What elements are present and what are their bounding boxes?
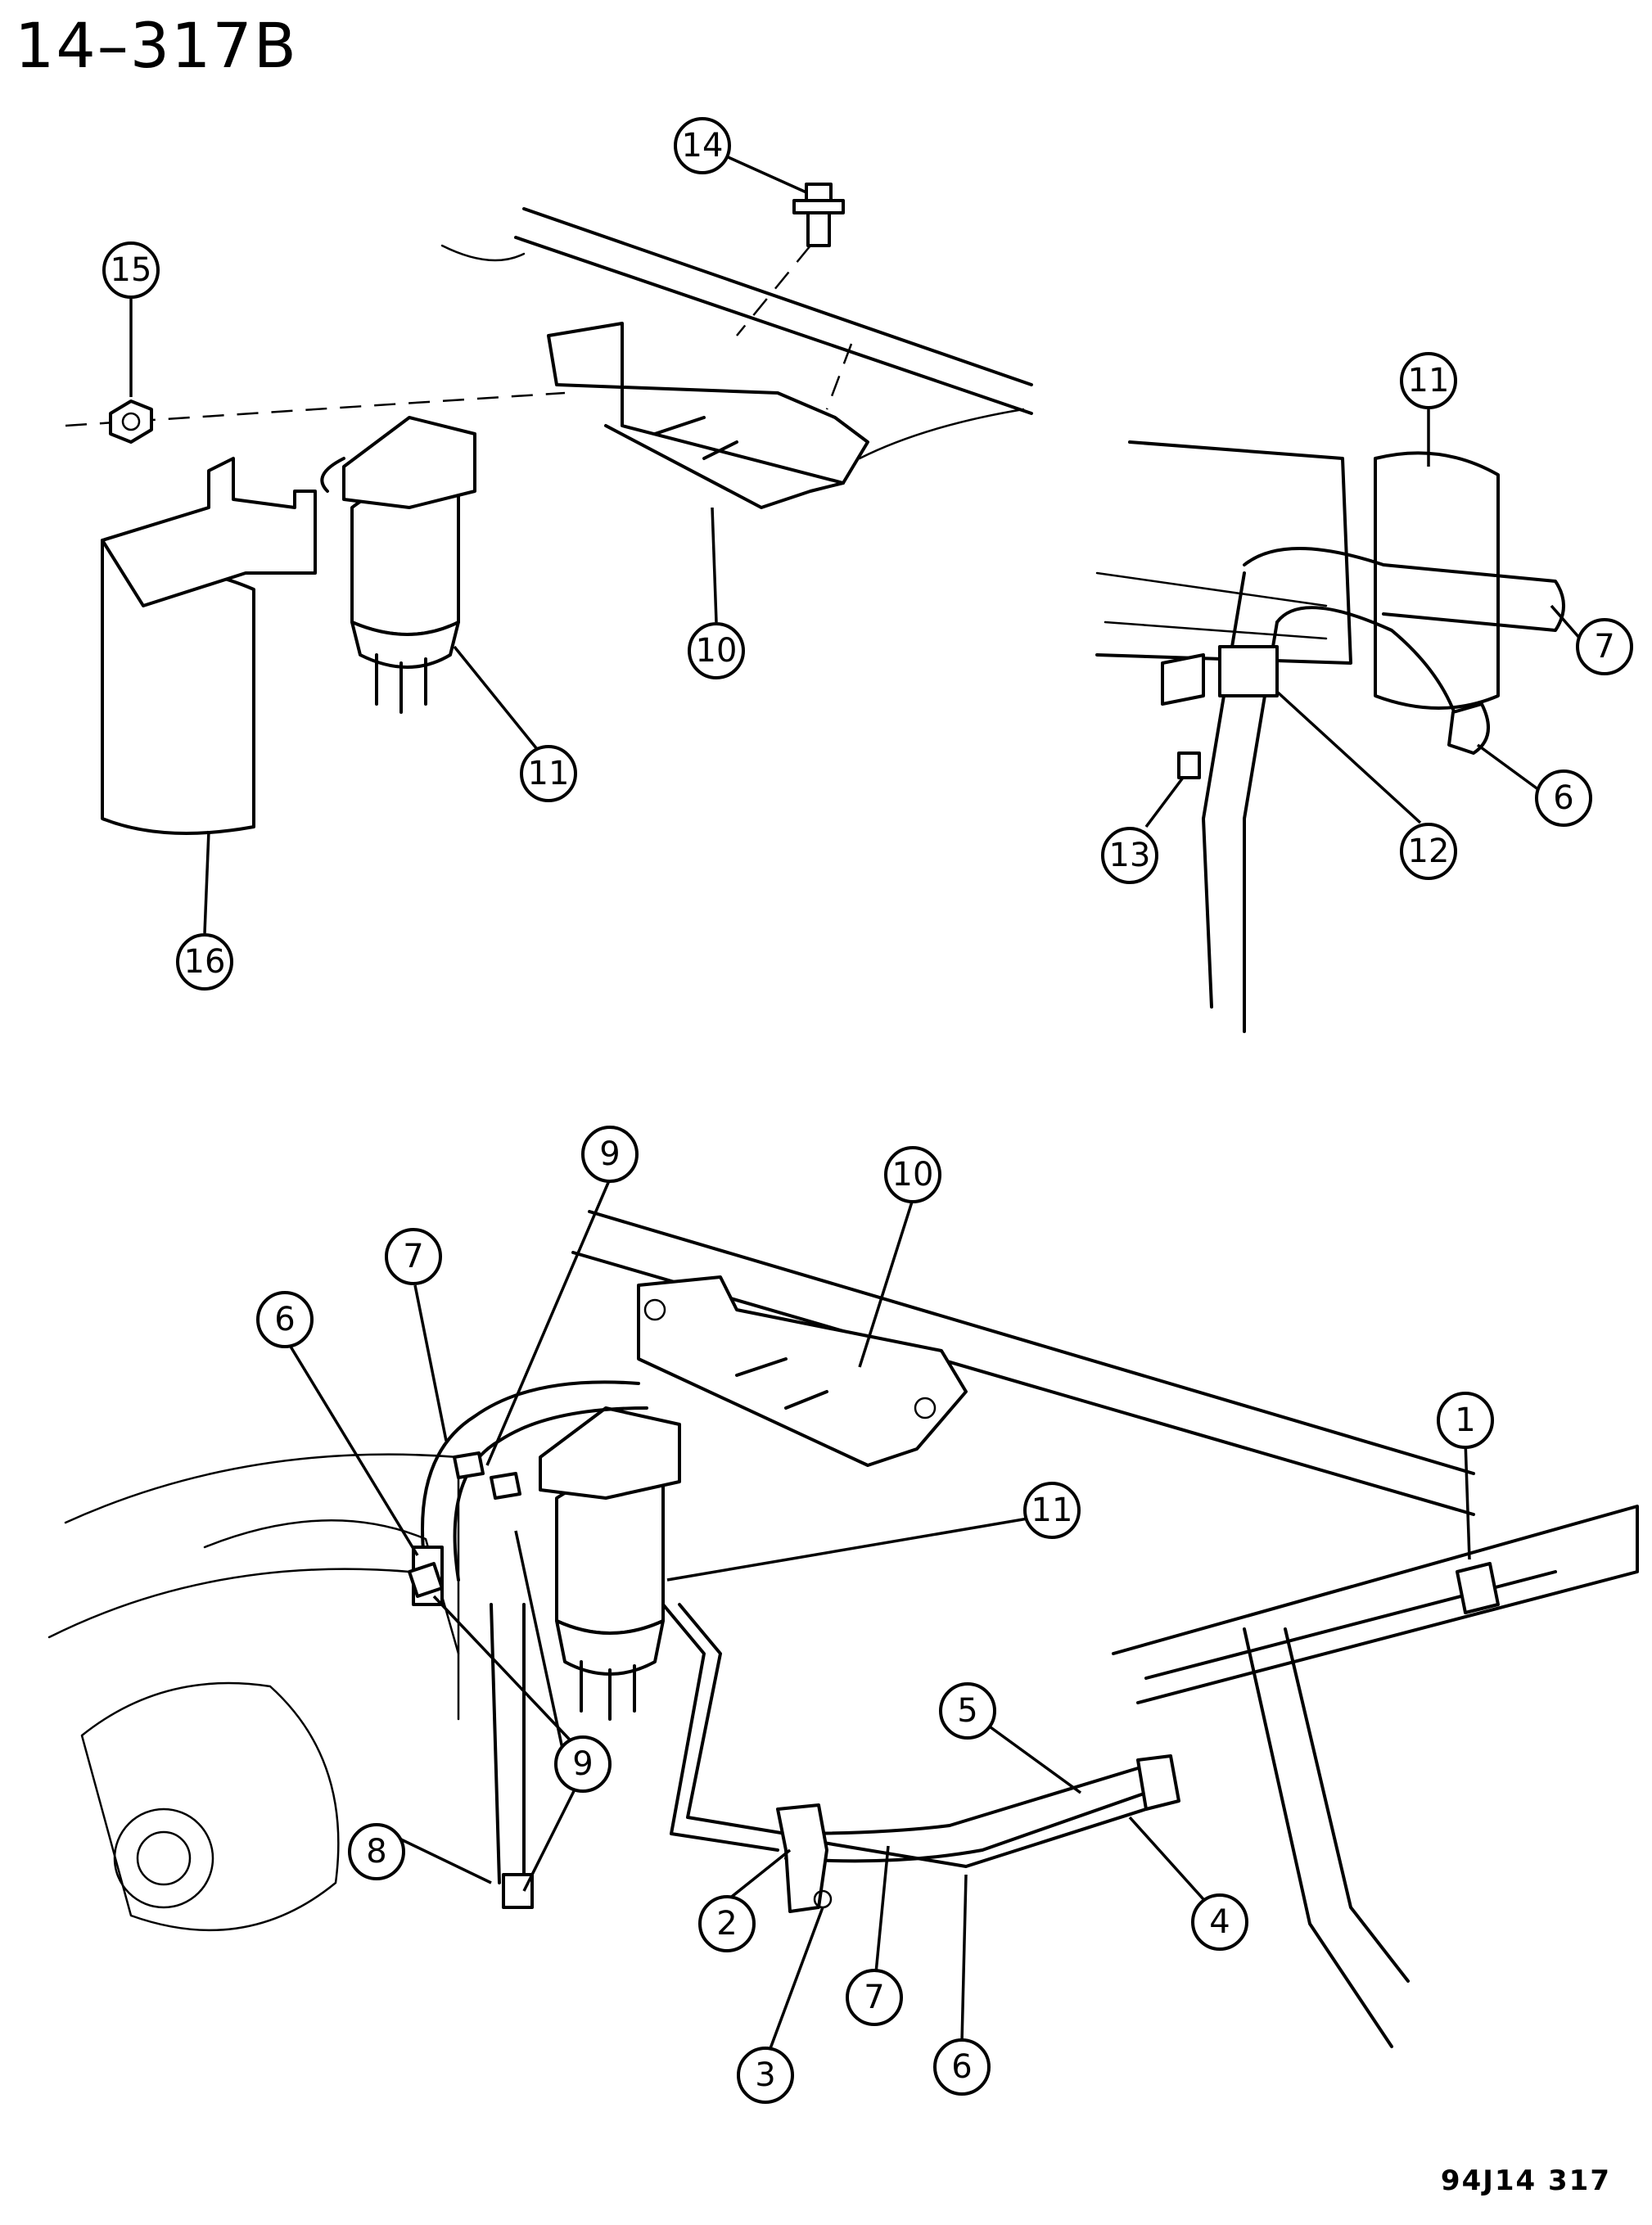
svg-text:3: 3 bbox=[755, 2056, 775, 2094]
callout-6-lower: 6 bbox=[256, 1291, 314, 1348]
fuel-filter-part-11-top bbox=[320, 416, 476, 714]
callout-10-top: 10 bbox=[688, 622, 745, 679]
svg-text:10: 10 bbox=[696, 632, 738, 670]
svg-text:10: 10 bbox=[892, 1156, 934, 1194]
svg-text:4: 4 bbox=[1209, 1903, 1230, 1941]
svg-text:15: 15 bbox=[111, 251, 152, 289]
mounting-bracket-part-10-top bbox=[547, 322, 869, 509]
page-title: 14–317B bbox=[15, 9, 298, 82]
svg-text:11: 11 bbox=[1408, 362, 1450, 399]
svg-text:2: 2 bbox=[716, 1905, 737, 1943]
clips-and-brackets-lower bbox=[408, 1451, 1500, 1913]
callout-11-lower: 11 bbox=[1023, 1482, 1081, 1539]
callout-11-detail: 11 bbox=[1400, 352, 1457, 409]
svg-text:5: 5 bbox=[957, 1692, 977, 1730]
svg-text:9: 9 bbox=[572, 1745, 593, 1783]
callout-2: 2 bbox=[698, 1895, 756, 1952]
detail-view-top-right bbox=[1095, 440, 1565, 1033]
callout-3: 3 bbox=[737, 2047, 794, 2104]
callout-4: 4 bbox=[1191, 1893, 1248, 1951]
svg-text:11: 11 bbox=[528, 755, 570, 792]
svg-text:13: 13 bbox=[1109, 837, 1151, 874]
callout-9-lower: 9 bbox=[554, 1735, 612, 1793]
nut-part-15 bbox=[109, 399, 153, 444]
callout-6-detail: 6 bbox=[1535, 769, 1592, 827]
svg-text:16: 16 bbox=[184, 943, 226, 981]
frame-rail-outline-top bbox=[440, 207, 1033, 460]
heat-shield-part-16 bbox=[101, 457, 317, 835]
svg-text:14: 14 bbox=[682, 127, 724, 165]
callout-1: 1 bbox=[1437, 1392, 1494, 1449]
engine-block-outline bbox=[80, 1519, 460, 1932]
svg-text:12: 12 bbox=[1408, 833, 1450, 870]
callout-5: 5 bbox=[939, 1682, 996, 1740]
callout-12: 12 bbox=[1400, 823, 1457, 880]
callout-7-detail: 7 bbox=[1576, 618, 1633, 675]
svg-text:6: 6 bbox=[274, 1301, 295, 1338]
callout-13: 13 bbox=[1101, 827, 1158, 884]
callout-11-top: 11 bbox=[520, 745, 577, 802]
callout-15: 15 bbox=[102, 241, 160, 299]
callout-9-upper: 9 bbox=[581, 1126, 639, 1183]
callout-7-lower: 7 bbox=[385, 1228, 442, 1285]
bolt-part-14 bbox=[792, 183, 845, 247]
callout-16: 16 bbox=[176, 933, 233, 991]
fuel-filter-part-11-lower bbox=[539, 1406, 681, 1721]
callout-6-bottom: 6 bbox=[933, 2038, 991, 2096]
svg-text:6: 6 bbox=[951, 2048, 972, 2086]
svg-text:8: 8 bbox=[366, 1833, 386, 1871]
mounting-bracket-part-10-lower bbox=[637, 1275, 968, 1467]
svg-text:7: 7 bbox=[403, 1238, 423, 1275]
svg-text:9: 9 bbox=[599, 1135, 620, 1173]
callout-14: 14 bbox=[674, 117, 731, 174]
callout-8: 8 bbox=[348, 1823, 405, 1880]
svg-text:7: 7 bbox=[864, 1979, 884, 2016]
callout-10-lower: 10 bbox=[884, 1146, 941, 1203]
figure-code: 94J14 317 bbox=[1440, 2164, 1611, 2197]
svg-text:6: 6 bbox=[1553, 779, 1573, 817]
svg-text:11: 11 bbox=[1031, 1492, 1073, 1529]
callout-7-bottom: 7 bbox=[846, 1969, 903, 2026]
svg-text:7: 7 bbox=[1594, 628, 1614, 666]
svg-text:1: 1 bbox=[1455, 1401, 1475, 1439]
